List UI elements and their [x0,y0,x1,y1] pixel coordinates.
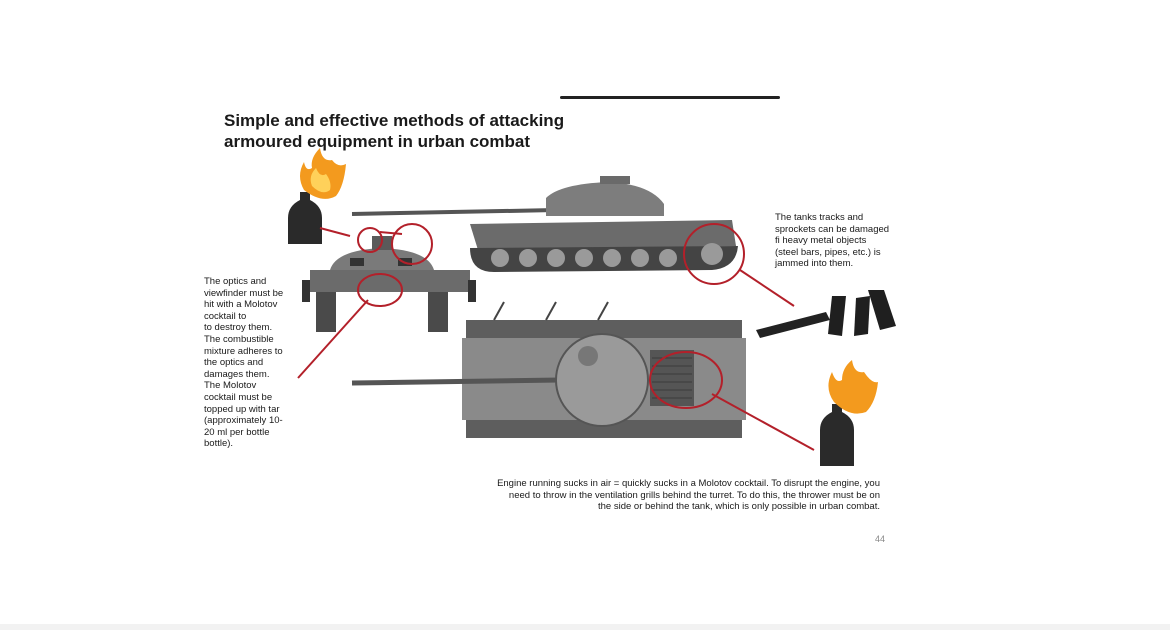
optics-note: The optics and viewfinder must be hit wi… [204,276,314,450]
tracks-note: The tanks tracks and sprockets can be da… [775,212,935,270]
molotov-bottle-icon [820,360,878,466]
engine-note: Engine running sucks in air = quickly su… [380,478,880,513]
flame-icon [300,148,346,199]
tank-front-icon [302,236,476,332]
bottom-bar [0,624,1170,630]
molotov-bottle-icon [288,192,322,244]
steel-pipe-icon [756,290,896,338]
tank-top-icon [352,302,746,438]
page-number: 44 [875,534,885,544]
